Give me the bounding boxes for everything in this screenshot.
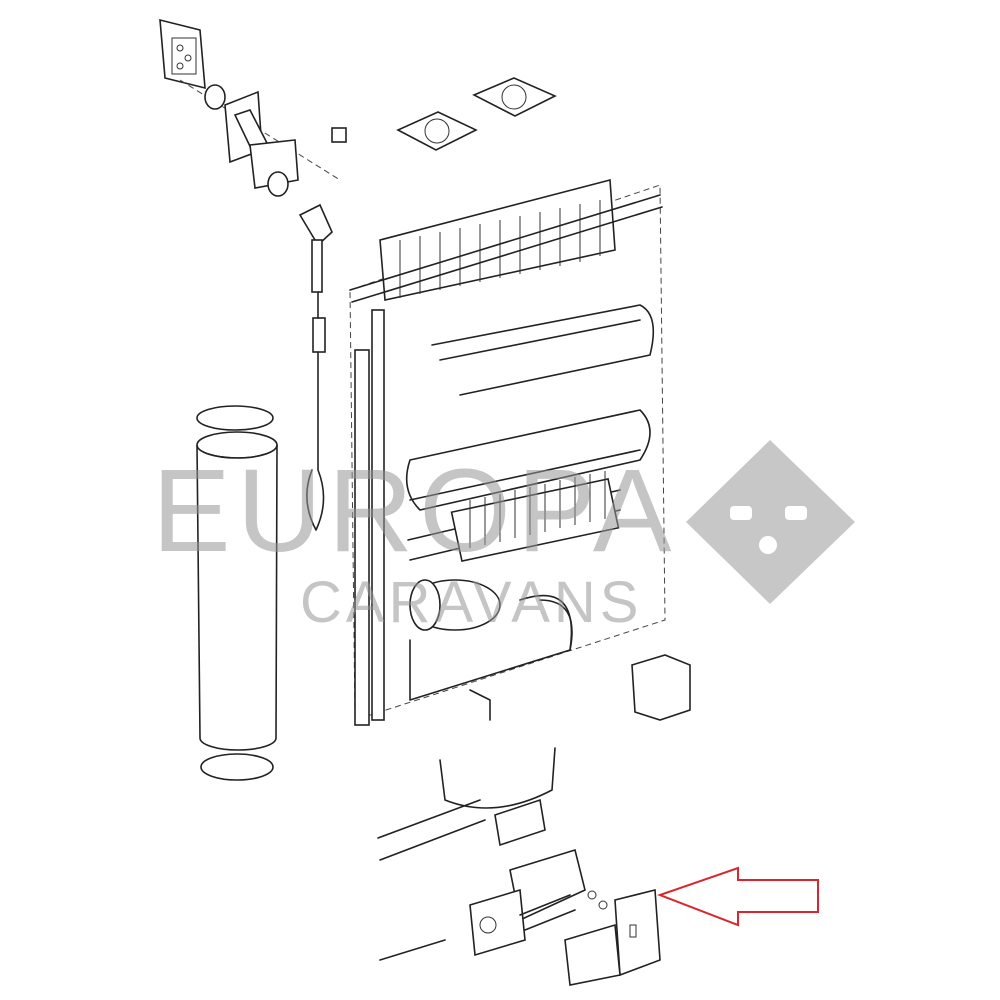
burner-assembly-part [379,848,608,961]
fan-part [331,77,557,151]
watermark-europa: EUROPA [152,445,678,577]
cover-part [631,654,691,721]
absorption-unit [349,178,666,726]
burner-tube-cylinder [196,405,278,781]
watermark-caravans: CARAVANS [300,570,643,635]
flue-tube-part [204,84,333,531]
watermark-logo-icon [686,440,855,604]
burner-housing-part [377,747,556,861]
red-arrow-pointer [657,866,819,927]
mounting-bracket-part [564,888,661,986]
